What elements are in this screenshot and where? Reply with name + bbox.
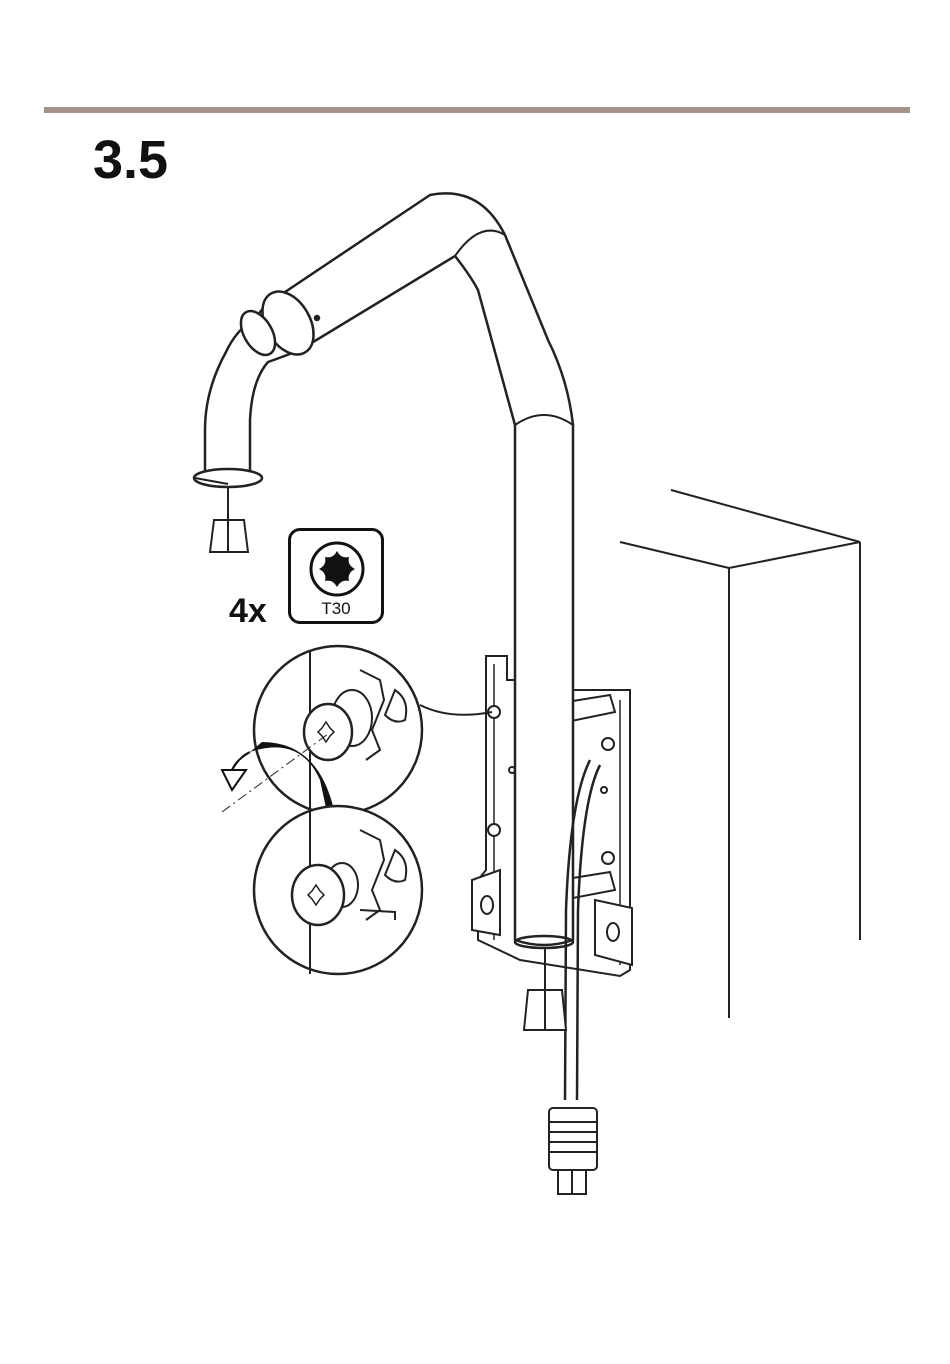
tool-bit-label: T30 xyxy=(291,599,381,619)
tool-box: T30 xyxy=(288,528,384,624)
screw-tightened-detail xyxy=(254,806,422,974)
arm-plug xyxy=(210,486,248,552)
quantity-label: 4x xyxy=(229,594,267,628)
cable-connector xyxy=(549,1108,597,1194)
wall-corner xyxy=(620,490,860,1018)
torx-icon xyxy=(305,539,369,599)
detail-leader xyxy=(420,705,492,715)
